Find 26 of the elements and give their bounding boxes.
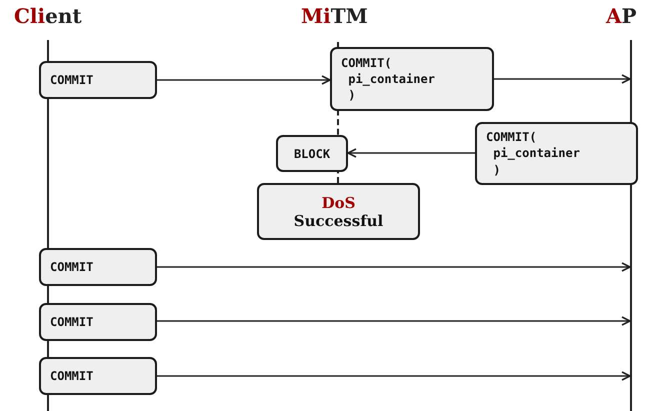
message-text: COMMIT (50, 73, 94, 87)
message-box (39, 303, 157, 341)
arrow (494, 74, 631, 84)
message-box (475, 122, 638, 185)
lifeline-title: AP (606, 4, 637, 28)
message-box (276, 135, 348, 172)
arrow (157, 371, 631, 381)
message-text: COMMIT (50, 260, 94, 274)
lifeline-title: MiTM (301, 4, 368, 28)
message-text: COMMIT( pi_container ) (341, 54, 436, 104)
arrow (157, 75, 331, 85)
message-text: COMMIT (50, 315, 94, 329)
message-text: BLOCK (294, 146, 330, 160)
lifeline-title: Client (14, 4, 82, 28)
message-text: COMMIT (50, 369, 94, 383)
arrow (157, 262, 631, 272)
message-box (39, 357, 157, 395)
message-text: COMMIT( pi_container ) (486, 129, 581, 178)
message-box (39, 61, 157, 99)
message-box (330, 47, 494, 111)
arrow (157, 316, 631, 326)
message-box (39, 248, 157, 286)
status-title: DoS (322, 194, 356, 212)
arrow (347, 148, 475, 158)
status-box (257, 183, 420, 240)
status-text: Successful (294, 212, 384, 230)
